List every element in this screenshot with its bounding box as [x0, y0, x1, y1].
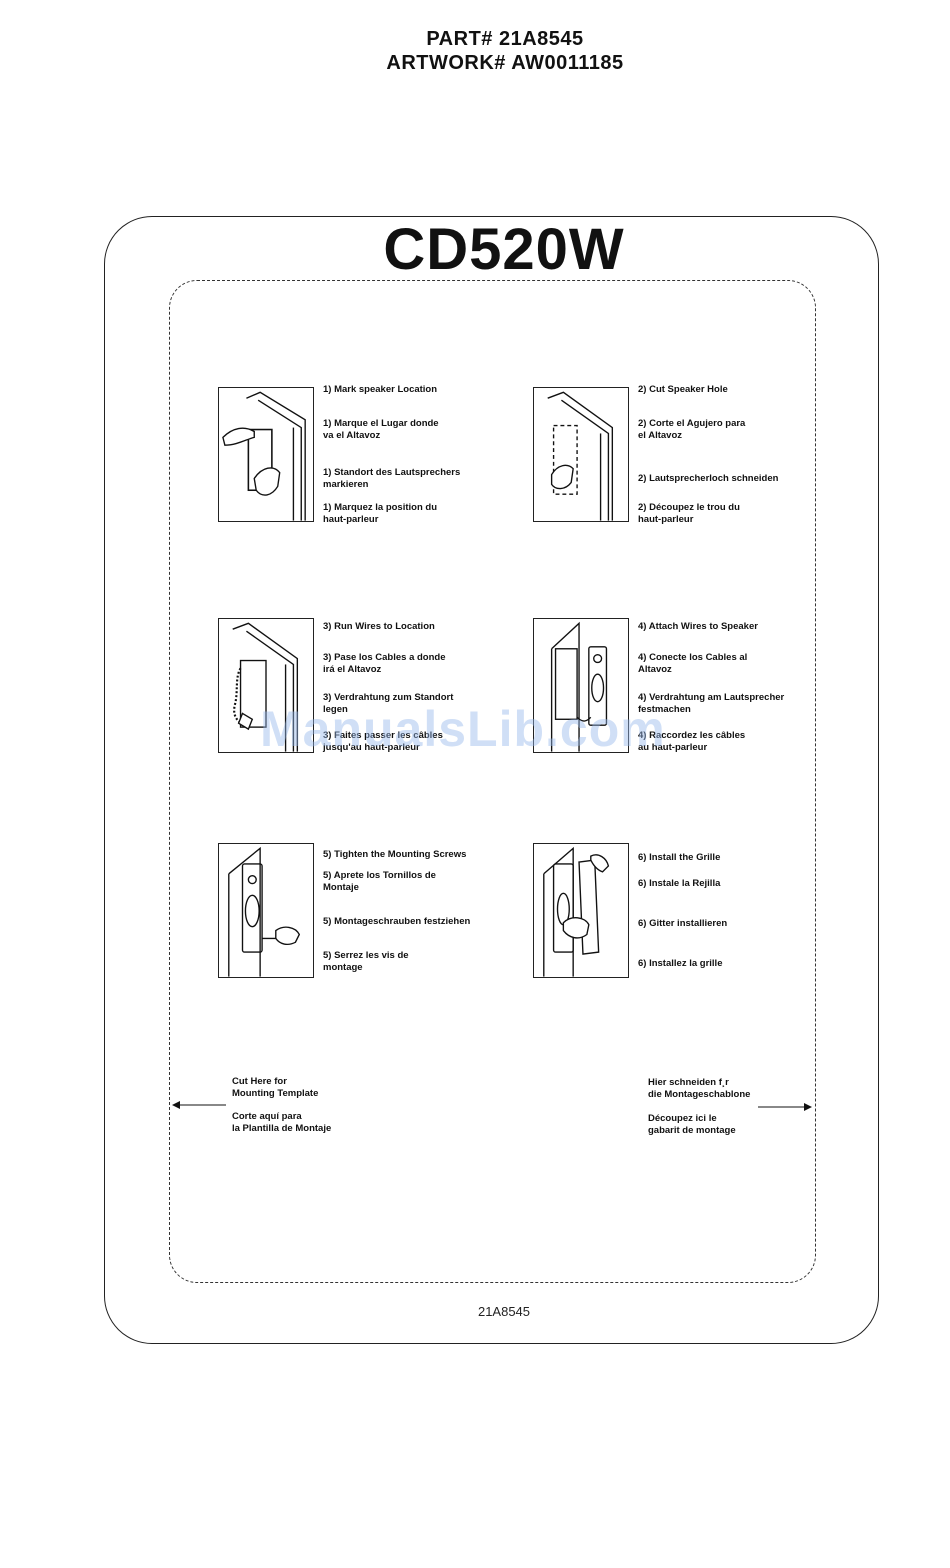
step-6-text-de: 6) Gitter installieren	[638, 918, 728, 929]
step-4-text-es: 4) Conecte los Cables al Altavoz	[638, 652, 748, 675]
step-6-text-fr: 6) Installez la grille	[638, 958, 723, 969]
step-3-text-de: 3) Verdrahtung zum Standort legen	[323, 692, 454, 715]
step-3-text-fr: 3) Faites passer les câbles jusqu'au hau…	[323, 730, 443, 753]
cut-label-right-de: Hier schneiden f¸r die Montageschablone	[648, 1077, 751, 1100]
step-2-text-en: 2) Cut Speaker Hole	[638, 384, 728, 395]
model-title: CD520W	[383, 217, 625, 282]
cut-label-left-en: Cut Here for Mounting Template	[232, 1076, 319, 1099]
step-4-text-fr: 4) Raccordez les câbles au haut-parleur	[638, 730, 746, 753]
mark-location-icon	[218, 387, 314, 522]
step-6-text-en: 6) Install the Grille	[638, 852, 721, 863]
footer-part-code: 21A8545	[477, 1304, 531, 1319]
watermark: ManualsLib.com	[260, 701, 666, 757]
left-arrow-icon	[172, 1100, 226, 1110]
install-grille-icon	[533, 843, 629, 978]
step-2-text-es: 2) Corte el Agujero para el Altavoz	[638, 418, 746, 441]
step-4-text-de: 4) Verdrahtung am Lautsprecher festmache…	[638, 692, 785, 715]
cut-label-right-fr: Découpez ici le gabarit de montage	[648, 1113, 736, 1136]
step-5-text-en: 5) Tighten the Mounting Screws	[323, 849, 467, 860]
step-1-text-de: 1) Standort des Lautsprechers markieren	[323, 467, 461, 490]
cut-line	[169, 280, 816, 1283]
step-6-text-es: 6) Instale la Rejilla	[638, 878, 721, 889]
artwork-number: ARTWORK# AW0011185	[386, 52, 624, 74]
step-5-text-es: 5) Aprete los Tornillos de Montaje	[323, 870, 436, 893]
step-2-text-de: 2) Lautsprecherloch schneiden	[638, 473, 779, 484]
cut-hole-icon	[533, 387, 629, 522]
step-5-text-fr: 5) Serrez les vis de montage	[323, 950, 409, 973]
part-number: PART# 21A8545	[426, 28, 584, 50]
attach-wires-icon	[533, 618, 629, 753]
step-3-text-en: 3) Run Wires to Location	[323, 621, 435, 632]
template-frame	[104, 216, 879, 1344]
run-wires-icon	[218, 618, 314, 753]
step-4-text-en: 4) Attach Wires to Speaker	[638, 621, 758, 632]
cut-label-left-es: Corte aquí para la Plantilla de Montaje	[232, 1111, 332, 1134]
step-2-text-fr: 2) Découpez le trou du haut-parleur	[638, 502, 740, 525]
right-arrow-icon	[758, 1102, 812, 1112]
step-5-text-de: 5) Montageschrauben festziehen	[323, 916, 471, 927]
step-1-text-es: 1) Marque el Lugar donde va el Altavoz	[323, 418, 439, 441]
step-1-text-en: 1) Mark speaker Location	[323, 384, 438, 395]
step-3-text-es: 3) Pase los Cables a donde irá el Altavo…	[323, 652, 446, 675]
tighten-screws-icon	[218, 843, 314, 978]
step-1-text-fr: 1) Marquez la position du haut-parleur	[323, 502, 438, 525]
